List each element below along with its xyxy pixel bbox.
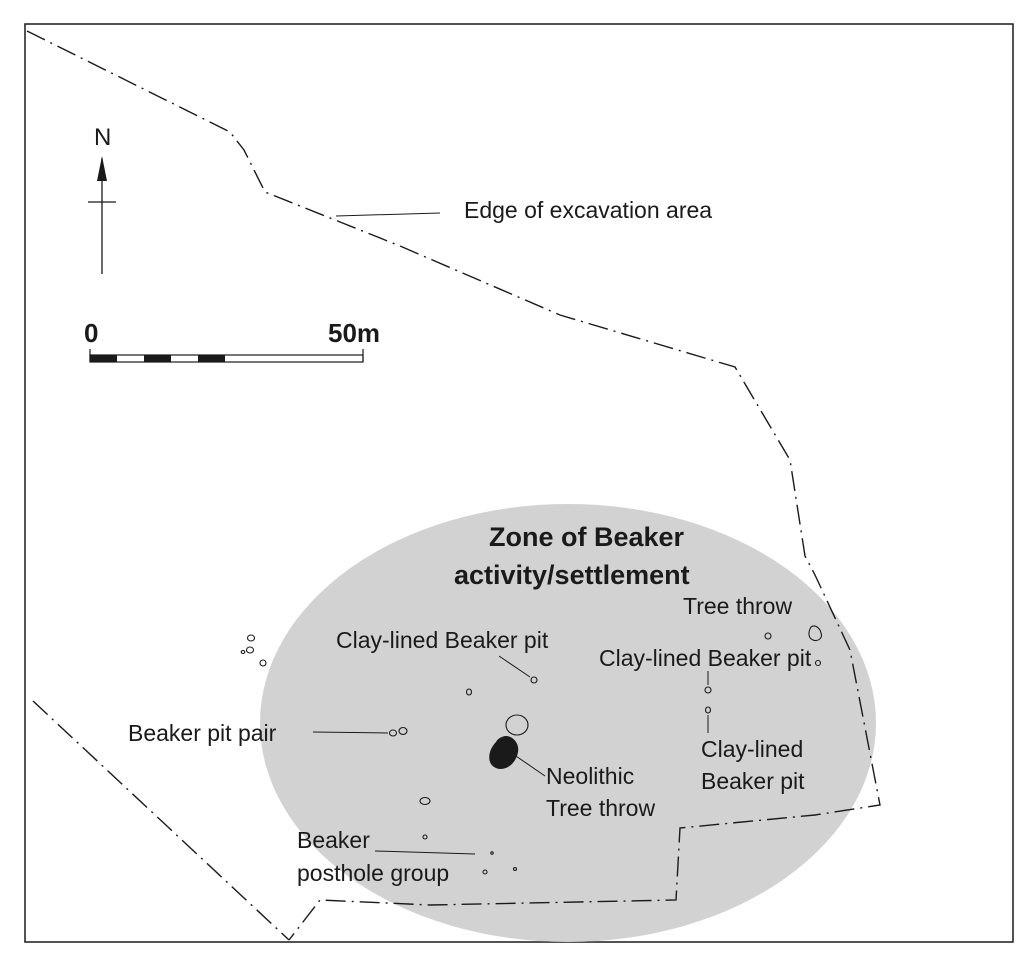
neolithic-outline-feature	[505, 714, 529, 736]
label-beaker-pit-pair: Beaker pit pair	[128, 720, 277, 746]
north-label: N	[94, 124, 111, 151]
pit-pair-leader-line	[312, 731, 389, 734]
north-arrow: N	[88, 124, 116, 274]
neolithic-tree-throw-feature	[489, 736, 519, 770]
north-arrow-head-icon	[97, 156, 107, 181]
zone-title-line-1: Zone of Beaker	[489, 522, 685, 552]
zone-title-line-2: activity/settlement	[454, 560, 690, 590]
edge-leader-line	[335, 212, 441, 217]
scale-start-label: 0	[84, 318, 98, 348]
clay-pit-north-leader-line	[498, 655, 531, 678]
label-tree-throw: Tree throw	[683, 593, 792, 619]
label-clay-pit-north: Clay-lined Beaker pit	[336, 627, 549, 653]
label-clay-pit-se-line-2: Beaker pit	[701, 768, 805, 794]
label-neolithic-line-1: Neolithic	[546, 763, 634, 789]
clay-lined-pit-se	[704, 706, 712, 714]
archaeological-features	[240, 625, 822, 875]
label-posthole-line-2: posthole group	[297, 860, 449, 886]
label-neolithic-line-2: Tree throw	[546, 795, 655, 821]
zone-of-activity-ellipse	[260, 504, 876, 942]
scale-bar: 0 50m	[84, 318, 380, 363]
label-edge-of-excavation: Edge of excavation area	[464, 197, 712, 223]
clay-lined-pit-north	[530, 676, 538, 684]
excavation-edge-southwest	[32, 700, 290, 941]
neolithic-leader-line	[512, 753, 546, 777]
excavation-edge-north	[26, 30, 881, 941]
scale-end-label: 50m	[328, 318, 380, 348]
beaker-pit-pair	[388, 729, 398, 737]
label-clay-pit-east: Clay-lined Beaker pit	[599, 645, 812, 671]
label-posthole-line-1: Beaker	[297, 827, 370, 853]
posthole-leader-line	[374, 850, 476, 855]
tree-throw-feature	[808, 625, 822, 642]
label-clay-pit-se-line-1: Clay-lined	[701, 736, 803, 762]
clay-lined-pit-east	[704, 686, 712, 694]
